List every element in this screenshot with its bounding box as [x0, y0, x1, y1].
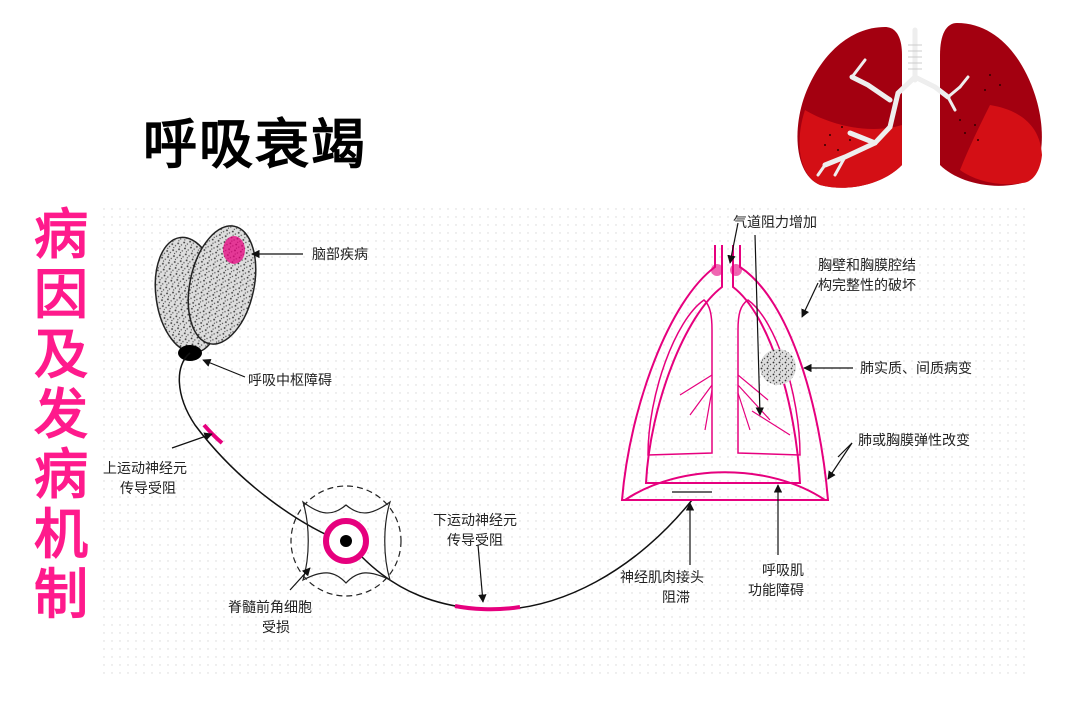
label-respiratory-muscle: 呼吸肌 — [762, 563, 804, 579]
side-title-char: 因 — [34, 263, 88, 326]
side-title-char: 病 — [34, 203, 88, 266]
side-title-char: 机 — [34, 503, 88, 566]
label-spinal-cell-2: 受损 — [262, 620, 290, 636]
side-title: 病 因 及 发 病 机 制 — [26, 205, 96, 625]
label-chest-wall-2: 构完整性的破坏 — [818, 278, 916, 294]
label-spinal-cell: 脊髓前角细胞 — [228, 599, 312, 616]
side-title-char: 病 — [34, 443, 88, 506]
label-respiratory-muscle-2: 功能障碍 — [748, 583, 804, 599]
lower-motor-neuron-segment — [454, 604, 521, 612]
label-neuromuscular-junction-2: 阻滞 — [662, 590, 690, 606]
label-brain-disease: 脑部疾病 — [312, 247, 368, 263]
label-lower-motor-neuron: 下运动神经元 — [433, 513, 517, 529]
label-parenchyma: 肺实质、间质病变 — [860, 361, 972, 377]
label-lower-motor-neuron-2: 传导受阻 — [447, 533, 503, 549]
page-title: 呼吸衰竭 — [143, 113, 367, 176]
thorax-diagram — [620, 245, 830, 501]
label-elasticity: 肺或胸膜弹性改变 — [858, 433, 970, 449]
side-title-char: 发 — [34, 383, 88, 446]
label-respiratory-center: 呼吸中枢障碍 — [248, 373, 332, 389]
label-airway-resistance: 气道阻力增加 — [733, 215, 817, 231]
lungs-illustration-icon — [797, 23, 1042, 188]
spinal-cord-icon — [290, 485, 402, 597]
label-upper-motor-neuron-2: 传导受阻 — [120, 481, 176, 497]
label-neuromuscular-junction: 神经肌肉接头 — [620, 569, 704, 586]
side-title-char: 制 — [34, 563, 88, 626]
side-title-char: 及 — [34, 323, 88, 386]
pathogenesis-diagram: 脑部疾病 呼吸中枢障碍 上运动神经元 传导受阻 脊髓前角细胞 受损 下运动神经元… — [100, 205, 1028, 680]
brain-icon — [154, 225, 257, 361]
label-chest-wall: 胸壁和胸膜腔结 — [818, 258, 916, 274]
nerve-pathway — [178, 352, 693, 611]
label-upper-motor-neuron: 上运动神经元 — [103, 461, 187, 477]
